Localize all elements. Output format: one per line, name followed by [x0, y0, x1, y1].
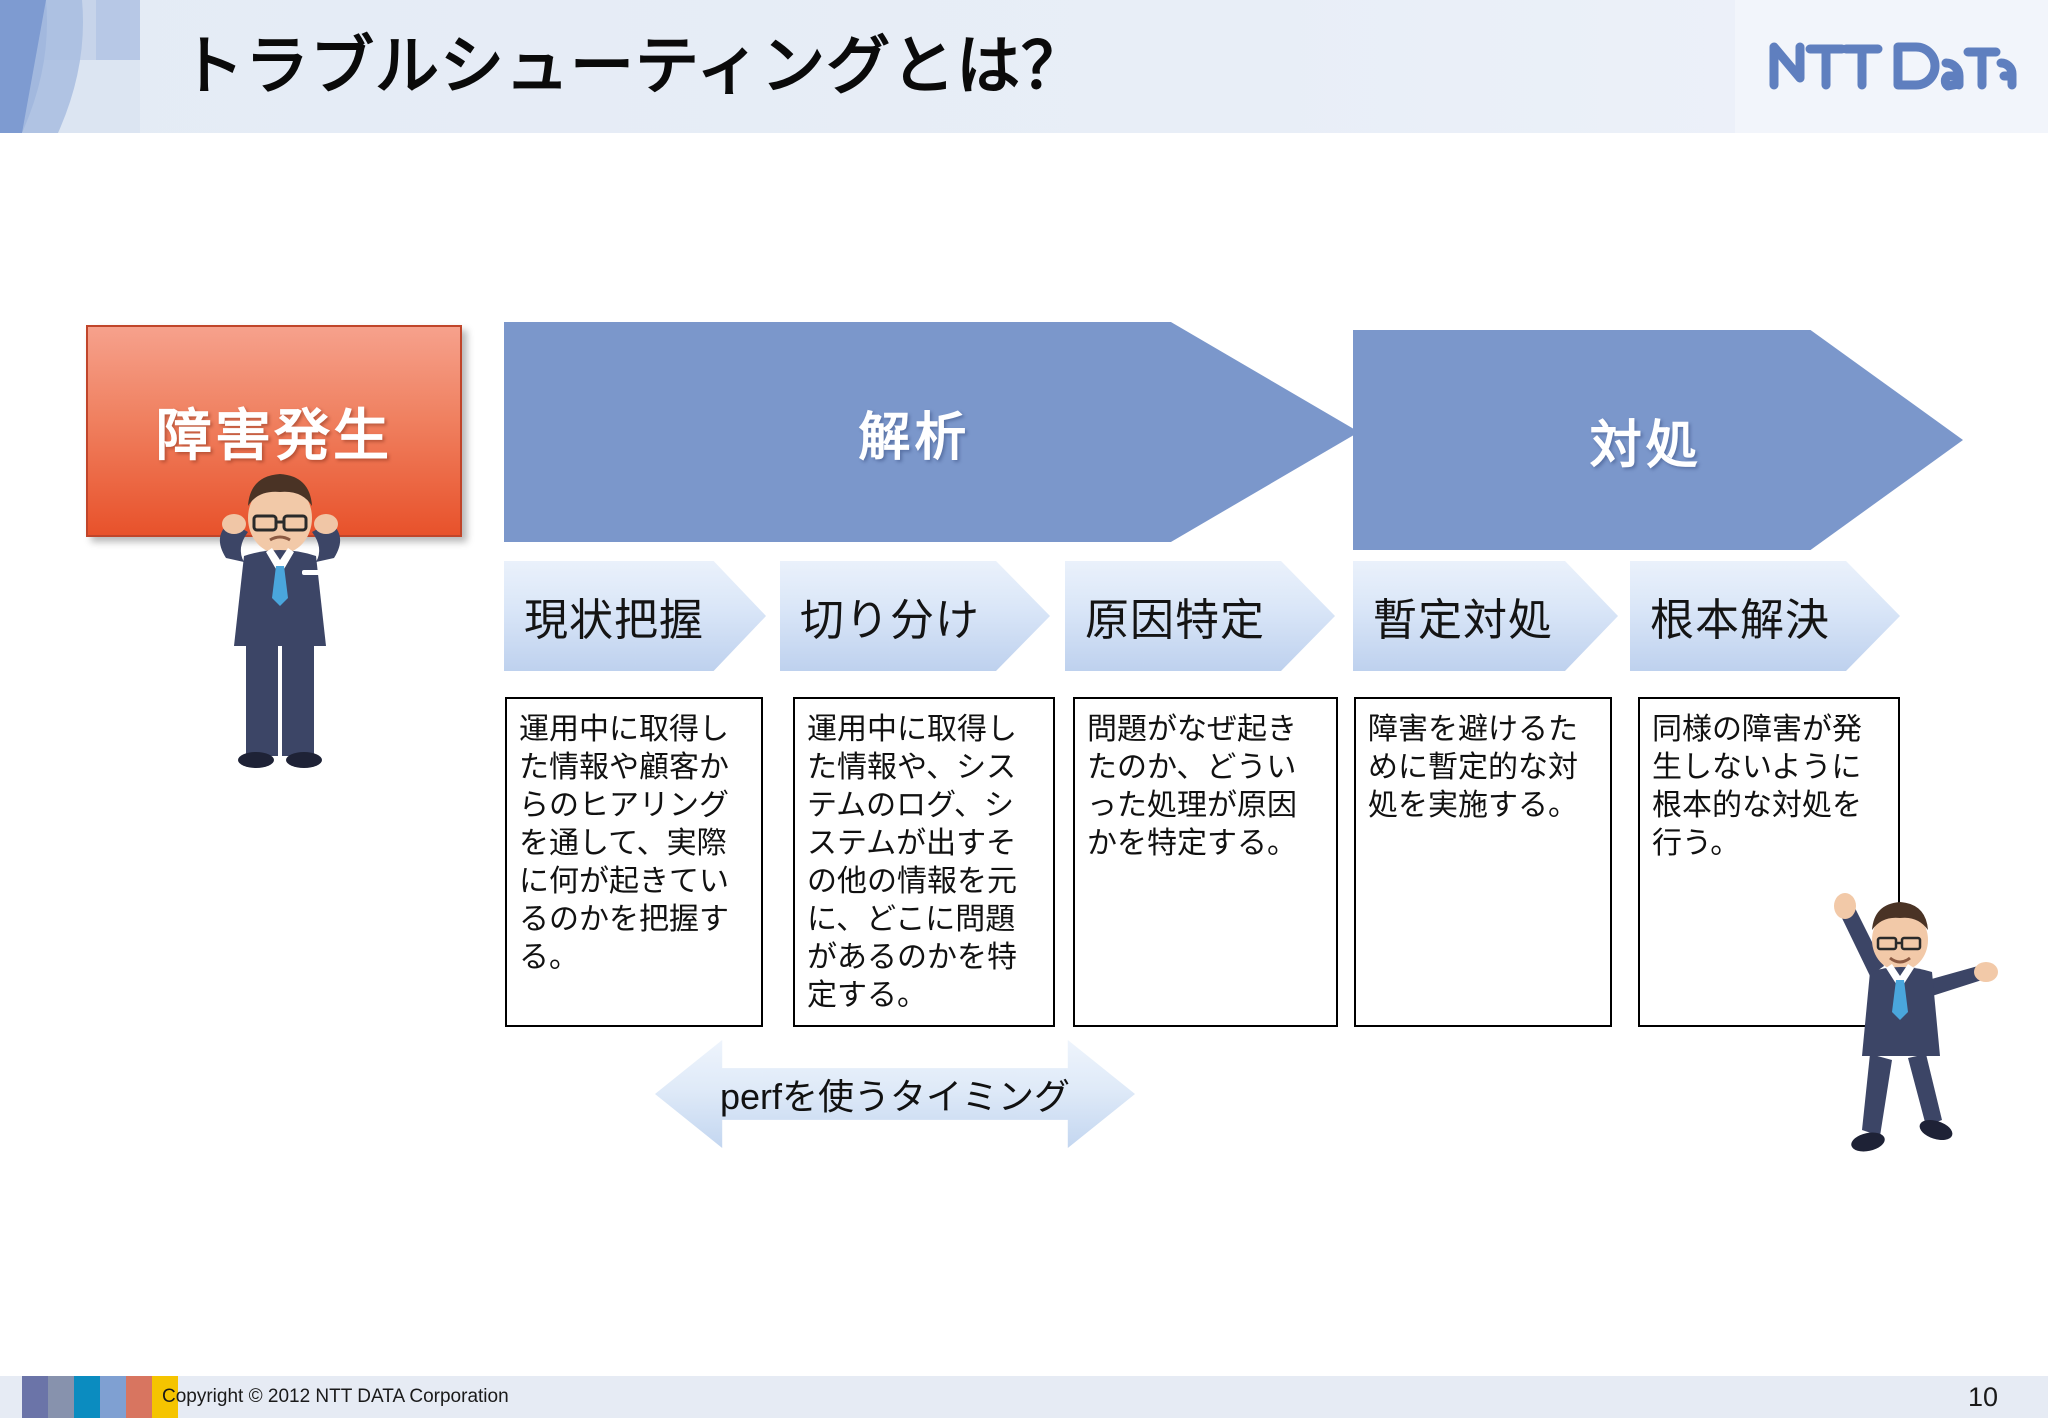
phase-arrow-analysis: 解析: [504, 322, 1359, 542]
ntt-data-logo: [1768, 38, 2018, 92]
description-text-3: 障害を避けるために暫定的な対処を実施する。: [1368, 713, 1578, 822]
footer-swatch-3: [100, 1376, 126, 1418]
incident-box: 障害発生: [86, 325, 462, 537]
step-chevron-label-1: 切り分け: [800, 596, 980, 645]
description-text-1: 運用中に取得した情報や、システムのログ、システムが出すその他の情報を元に、どこに…: [807, 713, 1017, 1012]
footer-page-number: 10: [1967, 1382, 1998, 1412]
slide-header: トラブルシューティングとは？: [0, 0, 2048, 133]
description-box-4: 同様の障害が発生しないように根本的な対処を行う。: [1638, 697, 1900, 1027]
step-chevron-label-4: 根本解決: [1650, 596, 1830, 645]
footer-color-swatches: [22, 1376, 178, 1418]
celebrating-businessman-icon: [1800, 880, 2010, 1170]
step-chevron-label-3: 暫定対処: [1373, 596, 1553, 645]
phase-arrow-analysis-label: 解析: [858, 408, 971, 467]
step-chevron-konpon-kaiketsu: 根本解決: [1630, 561, 1900, 671]
footer-swatch-4: [126, 1376, 152, 1418]
page-title: トラブルシューティングとは？: [180, 30, 1087, 102]
header-decoration: [0, 0, 140, 133]
description-box-2: 問題がなぜ起きたのか、どういった処理が原因かを特定する。: [1073, 697, 1338, 1027]
step-chevron-label-2: 原因特定: [1085, 596, 1265, 645]
step-chevron-genin-tokutei: 原因特定: [1065, 561, 1335, 671]
description-box-3: 障害を避けるために暫定的な対処を実施する。: [1354, 697, 1612, 1027]
footer-copyright: Copyright © 2012 NTT DATA Corporation: [162, 1386, 509, 1407]
step-chevron-zantei-taisho: 暫定対処: [1353, 561, 1618, 671]
step-chevron-kiriwake: 切り分け: [780, 561, 1050, 671]
description-text-0: 運用中に取得した情報や顧客からのヒアリングを通して、実際に何が起きているのかを把…: [519, 713, 729, 974]
footer-swatch-5: [152, 1376, 178, 1418]
phase-arrow-response-label: 対処: [1589, 416, 1702, 475]
slide-footer: Copyright © 2012 NTT DATA Corporation 10: [0, 1376, 2048, 1418]
step-chevron-genjou-haaku: 現状把握: [504, 561, 766, 671]
description-box-0: 運用中に取得した情報や顧客からのヒアリングを通して、実際に何が起きているのかを把…: [505, 697, 763, 1027]
perf-timing-label: perfを使うタイミング: [719, 1076, 1071, 1117]
phase-arrow-response: 対処: [1353, 330, 1963, 550]
footer-swatch-2: [74, 1376, 100, 1418]
worried-businessman-icon: [190, 440, 370, 770]
step-chevron-label-0: 現状把握: [524, 596, 704, 645]
description-text-4: 同様の障害が発生しないように根本的な対処を行う。: [1652, 713, 1862, 860]
description-box-1: 運用中に取得した情報や、システムのログ、システムが出すその他の情報を元に、どこに…: [793, 697, 1055, 1027]
description-text-2: 問題がなぜ起きたのか、どういった処理が原因かを特定する。: [1087, 713, 1297, 860]
incident-label: 障害発生: [156, 403, 392, 467]
footer-swatch-0: [22, 1376, 48, 1418]
footer-swatch-1: [48, 1376, 74, 1418]
